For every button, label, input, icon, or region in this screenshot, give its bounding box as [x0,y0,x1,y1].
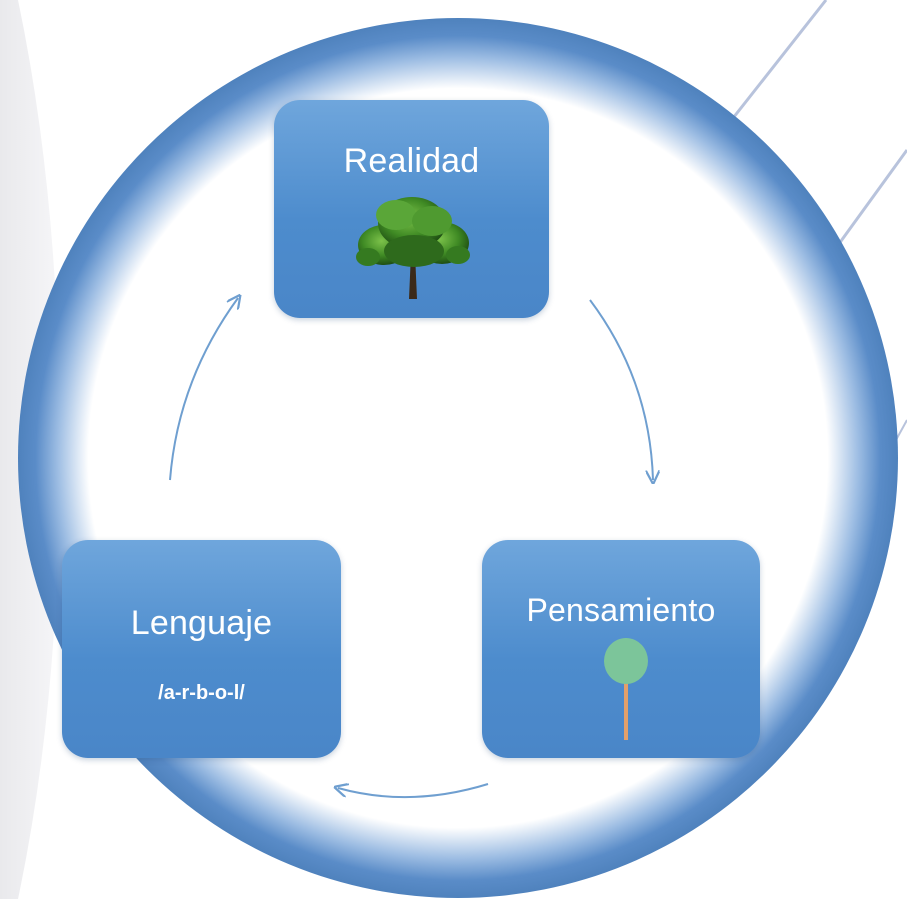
node-lenguaje: Lenguaje /a-r-b-o-l/ [62,540,341,758]
node-lenguaje-subtitle: /a-r-b-o-l/ [158,682,245,704]
node-pensamiento-title: Pensamiento [526,592,716,628]
node-realidad-title: Realidad [343,142,480,180]
arrow-lenguaje-to-realidad [169,298,238,481]
photo-tree-icon [356,197,470,299]
deco-line-3 [895,419,907,441]
simple-tree-icon [604,638,648,740]
node-lenguaje-title: Lenguaje [130,604,273,642]
arrow-pensamiento-to-lenguaje [338,784,489,799]
arrow-realidad-to-pensamiento [589,299,653,480]
